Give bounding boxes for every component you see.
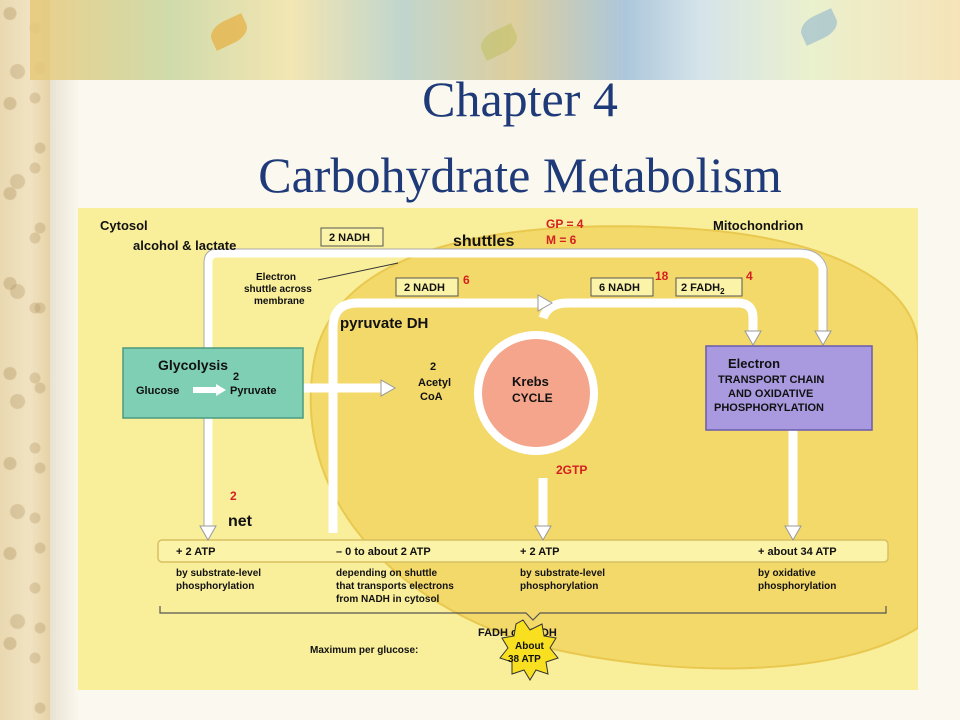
shuttles-label: shuttles (453, 233, 514, 250)
pyruvate-dh-label: pyruvate DH (340, 315, 428, 332)
arrowhead (814, 330, 832, 347)
desc1-line1: by substrate-level (176, 568, 261, 579)
nadh-top-box (320, 227, 384, 247)
desc1-line2: phosphorylation (176, 581, 254, 592)
desc2-line3: from NADH in cytosol (336, 594, 440, 605)
cytosol-label: Cytosol (100, 218, 148, 233)
diagram-svg: Glycolysis 2 Glucose Pyruvate Krebs CYCL… (78, 208, 919, 690)
shuttle-pointer-line (317, 262, 399, 281)
fadh-num: 4 (746, 269, 753, 283)
nadh-arrow-path (538, 298, 758, 333)
net-two: 2 (230, 489, 237, 503)
nadh-left-num: 6 (463, 273, 470, 287)
etc-label-4: PHOSPHORYLATION (714, 402, 824, 414)
atp-label-4: + about 34 ATP (758, 546, 837, 558)
starburst-badge (499, 619, 559, 681)
atp-label-1: + 2 ATP (176, 546, 215, 558)
pyruvate-label: Pyruvate (230, 385, 276, 397)
atp-label-2: – 0 to about 2 ATP (336, 546, 431, 558)
nadh-mid-label: 6 NADH (599, 282, 640, 294)
etc-box (705, 345, 873, 431)
atp-band (157, 539, 889, 563)
acetyl-two: 2 (430, 361, 436, 373)
etc-label-3: AND OXIDATIVE (728, 388, 813, 400)
arrowhead (199, 525, 217, 542)
slide-title-line1: Chapter 4 (422, 71, 618, 127)
desc4-line2: phosphorylation (758, 581, 836, 592)
m-label: M = 6 (546, 233, 577, 247)
electron-shuttle-label-1: Electron (256, 272, 296, 283)
parchment-strip (0, 0, 50, 720)
shuttle-arrow-path (203, 248, 828, 528)
nadh-left-box (395, 277, 459, 297)
glycolysis-label: Glycolysis (158, 357, 228, 373)
mitochondrion-label: Mitochondrion (713, 218, 803, 233)
atp-label-3: + 2 ATP (520, 546, 559, 558)
gtp-label: 2GTP (556, 463, 587, 477)
desc4-line1: by oxidative (758, 568, 816, 579)
nadh-mid-box (590, 277, 654, 297)
arrowhead (537, 294, 554, 312)
pyruvate-dh-arrow-path (328, 298, 543, 533)
glycolysis-two: 2 (233, 371, 239, 383)
cycle-label: CYCLE (512, 391, 553, 405)
desc3-line2: phosphorylation (520, 581, 598, 592)
slide-title-line2: Carbohydrate Metabolism (258, 147, 782, 203)
shuttle-arrow-outline (203, 248, 828, 528)
electron-shuttle-label-2: shuttle across (244, 284, 312, 295)
electron-shuttle-label-3: membrane (254, 296, 305, 307)
arrowhead (744, 330, 762, 347)
max-per-glucose-label: Maximum per glucose: (310, 645, 418, 656)
glucose-label: Glucose (136, 385, 179, 397)
desc2-line2: that transports electrons (336, 581, 454, 592)
glycolysis-box (122, 347, 304, 419)
krebs-label: Krebs (512, 374, 549, 389)
arrowhead (534, 525, 552, 542)
arrowhead (784, 525, 802, 542)
acetyl-label: Acetyl (418, 377, 451, 389)
nadh-left-label: 2 NADH (404, 282, 445, 294)
fadh-box (675, 277, 743, 297)
arrowhead (216, 384, 226, 396)
nadh-top-label: 2 NADH (329, 232, 370, 244)
desc2-line1: depending on shuttle (336, 568, 438, 579)
fadh-label: 2 FADH2 (681, 282, 725, 296)
arrowhead (380, 379, 397, 397)
krebs-cycle-circle (474, 331, 598, 455)
alcohol-lactate-label: alcohol & lactate (133, 238, 236, 253)
gp-label: GP = 4 (546, 217, 584, 231)
desc3-line1: by substrate-level (520, 568, 605, 579)
etc-label-1: Electron (728, 356, 780, 371)
sum-bracket (159, 606, 887, 621)
atp-38-label: 38 ATP (508, 654, 541, 665)
net-label: net (228, 513, 253, 530)
parchment-fade (50, 80, 80, 720)
coa-label: CoA (420, 391, 443, 403)
about-label: About (515, 641, 545, 652)
etc-label-2: TRANSPORT CHAIN (718, 374, 824, 386)
nadh-mid-num: 18 (655, 269, 669, 283)
metabolism-diagram: Glycolysis 2 Glucose Pyruvate Krebs CYCL… (78, 208, 919, 690)
